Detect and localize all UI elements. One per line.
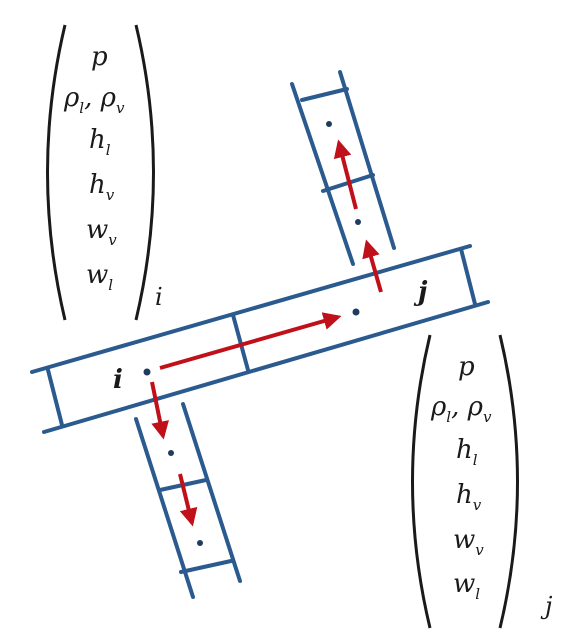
vector-i-row-rho: ρl, ρv xyxy=(63,83,125,117)
cell-center-upper-2 xyxy=(326,121,332,127)
vector-j-row-hl: hl xyxy=(456,435,478,469)
vector-j-row-wv: wv xyxy=(453,525,484,559)
cell-centers xyxy=(143,121,361,546)
main-pipe-wall-left xyxy=(46,368,64,427)
flow-arrow-i-to-j xyxy=(159,312,342,370)
vector-i-subscript: i xyxy=(155,283,163,311)
vector-i-row-wl: wl xyxy=(86,260,113,294)
node-label-j: j xyxy=(413,277,428,307)
state-vector-j: p ρl, ρv hl hv wv wl j xyxy=(411,334,553,629)
main-pipe-wall-middle xyxy=(231,313,250,372)
vector-j-row-rho: ρl, ρv xyxy=(430,392,492,426)
right-paren-j xyxy=(498,334,519,629)
vector-i-row-hl: hl xyxy=(89,125,111,159)
vector-i-row-p: p xyxy=(91,42,108,72)
upper-branch-pipe xyxy=(290,70,396,266)
left-paren-i xyxy=(46,24,67,321)
flow-arrows xyxy=(150,139,383,527)
vector-i-row-hv: hv xyxy=(89,170,115,204)
state-vector-i: p ρl, ρv hl hv wv wl i xyxy=(46,24,163,321)
flow-arrow-upper-1 xyxy=(362,239,383,293)
cell-center-upper-1 xyxy=(355,219,361,225)
flow-arrow-upper-2 xyxy=(333,139,358,210)
main-pipe xyxy=(30,244,490,434)
flow-arrow-lower-2 xyxy=(178,473,198,527)
vector-j-row-hv: hv xyxy=(456,480,482,514)
vector-i-row-wv: wv xyxy=(86,215,117,249)
main-pipe-wall-right xyxy=(459,247,477,306)
vector-j-row-wl: wl xyxy=(453,569,480,603)
flow-arrow-lower-1 xyxy=(150,381,169,440)
right-paren-i xyxy=(134,24,155,321)
cell-center-lower-1 xyxy=(168,450,174,456)
cell-center-j xyxy=(352,308,360,316)
node-label-i: i xyxy=(113,365,123,395)
cell-center-lower-2 xyxy=(197,540,203,546)
vector-j-row-p: p xyxy=(458,352,475,382)
vector-j-subscript: j xyxy=(540,592,553,620)
lower-branch-wall-bottom xyxy=(179,559,233,574)
cell-center-i xyxy=(143,368,151,376)
upper-branch-wall-top xyxy=(300,87,349,102)
left-paren-j xyxy=(411,334,432,629)
